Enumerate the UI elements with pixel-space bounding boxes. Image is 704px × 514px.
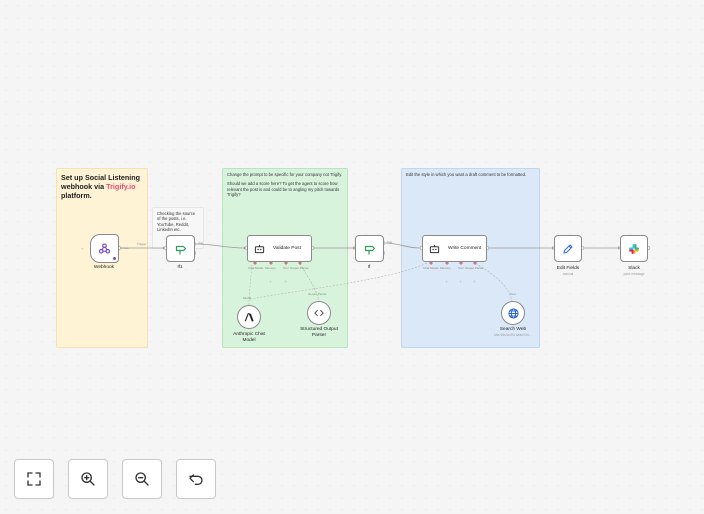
slack-icon [629,243,639,254]
port-output-parser: Output Parser [465,266,484,270]
port-output-parser: Output Parser [290,266,309,270]
node-write-comment[interactable]: Write Comment [422,235,487,262]
node-search-web-label: Search Web [499,327,527,332]
node-webhook[interactable] [90,234,119,263]
edge-label-items: 1 item [121,246,130,250]
sticky-style-text: Edit the style in which you want a draft… [406,172,527,177]
edge-search-write [474,262,513,303]
port-chat-model: Chat Model [248,266,264,270]
sticky-source-text: Checking the source of the posts, i.e. Y… [157,211,196,233]
node-slack-label: Slack [628,266,640,271]
svg-text:+: + [474,279,477,284]
port-chat-model: Chat Model [423,266,439,270]
port-memory: Memory [440,266,451,270]
robot-icon [429,244,440,253]
pencil-icon [563,243,573,254]
edge-parser-validate [299,262,320,304]
node-validate-post[interactable]: Validate Post [247,235,312,262]
node-edit-fields-label: Edit Fields [556,266,580,271]
sticky-note-source[interactable]: Checking the source of the posts, i.e. Y… [152,207,204,249]
port-memory: Memory [265,266,276,270]
node-slack-sub: post: message [623,272,645,276]
if-branch-icon [364,245,375,255]
svg-text:+: + [446,279,449,284]
sticky-prompt-text: Change the prompt to be specific for you… [227,172,343,198]
svg-text:+: + [460,279,463,284]
edge-label-output-parser: Output Parser [308,292,327,296]
robot-icon [254,244,265,253]
edge-if-write [383,242,421,249]
node-edit-fields[interactable] [554,235,582,262]
port-tool: Tool [458,266,464,270]
zoom-in-button[interactable] [68,459,108,499]
port-tool: Tool [283,266,289,270]
globe-icon [507,307,519,319]
edge-label-if1-true: true [198,241,204,245]
node-anthropic-label: Anthropic Chat Model [233,332,265,343]
trigify-link[interactable]: Trigify.io [106,182,136,191]
sticky-setup-title: Set up Social Listening webhook via Trig… [61,173,141,200]
undo-button[interactable] [176,459,216,499]
code-icon [314,310,324,316]
node-if1[interactable] [166,235,195,262]
sticky-note-setup[interactable]: Set up Social Listening webhook via Trig… [56,168,148,348]
node-if[interactable] [355,235,384,262]
webhook-icon [98,243,111,254]
node-search-web-sub: Use this tool to search th... [494,333,532,337]
node-webhook-label: Webhook [93,265,115,270]
node-if-label: If [367,265,371,270]
node-anthropic-chat-model[interactable] [237,305,261,329]
zoom-out-icon [135,472,149,486]
node-status-dot [113,257,116,260]
fit-view-button[interactable] [14,459,54,499]
node-search-web[interactable] [501,301,525,325]
svg-text:+: + [285,279,288,284]
node-validate-post-title: Validate Post [273,246,301,251]
edge-label-tool: Tool [510,292,516,296]
zoom-in-icon [81,472,95,486]
if-branch-icon [175,245,186,255]
svg-text:+: + [81,246,84,251]
svg-text:+: + [270,279,273,284]
zoom-out-button[interactable] [122,459,162,499]
anthropic-icon [244,312,254,321]
node-edit-fields-sub: manual [562,272,574,276]
node-slack[interactable] [620,235,648,262]
fullscreen-icon [27,472,41,486]
node-write-comment-title: Write Comment [448,246,482,251]
edge-label-trigger: Trigger [137,242,147,246]
edge-if1-validate [195,243,245,249]
node-if1-label: If1 [177,265,183,270]
edge-label-if-true: true [387,240,393,244]
node-structured-output-parser[interactable] [307,301,331,325]
edge-label-model: Model [243,296,252,300]
undo-icon [189,474,203,485]
edge-anthropic-write [249,262,428,300]
node-parser-label: Structured Output Parser [300,327,338,338]
